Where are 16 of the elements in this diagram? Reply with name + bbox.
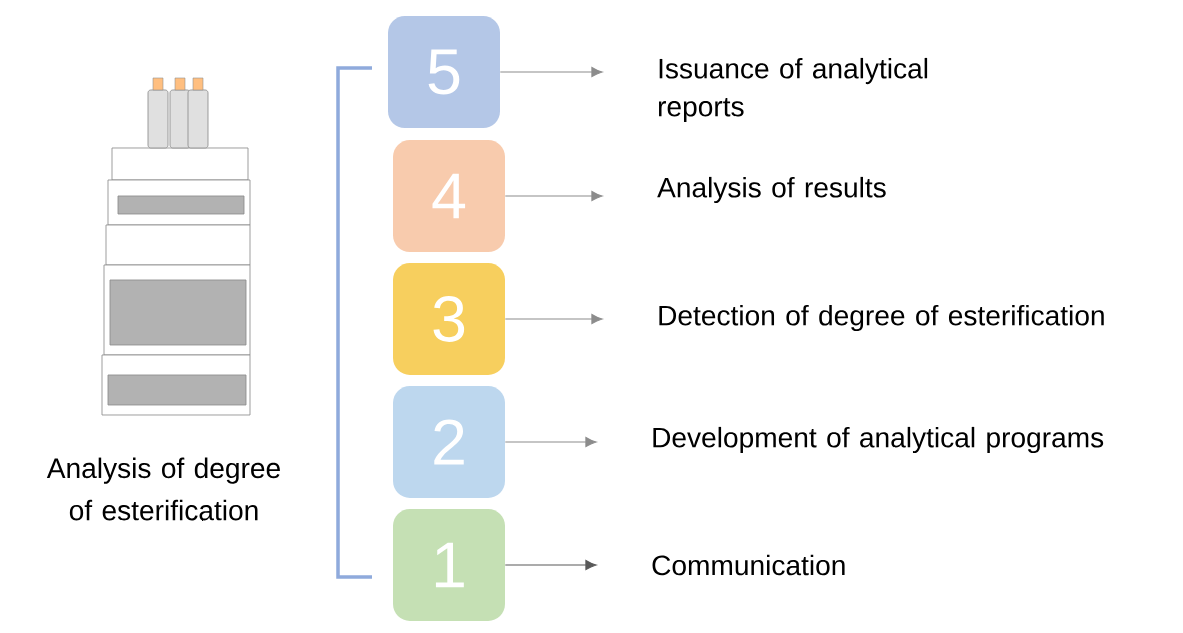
arrow [504, 313, 603, 325]
step-label: Detection of degree of esterification [659, 304, 1104, 332]
step-label: Analysis of results [657, 176, 886, 204]
step-label: Issuance of analytical reports [658, 57, 928, 123]
caption-text: Analysis of degree of esterification [46, 457, 280, 521]
arrow [504, 559, 597, 571]
step-label: Communication [652, 554, 845, 576]
number-box: 2 [393, 386, 505, 498]
number-box: 1 [393, 509, 505, 621]
arrow [504, 190, 603, 202]
arrow [504, 436, 597, 448]
number-box: 5 [388, 16, 500, 128]
arrow [499, 66, 603, 78]
number-box: 4 [393, 140, 505, 252]
step-label: Development of analytical programs [653, 426, 1104, 454]
number-box: 3 [393, 263, 505, 375]
